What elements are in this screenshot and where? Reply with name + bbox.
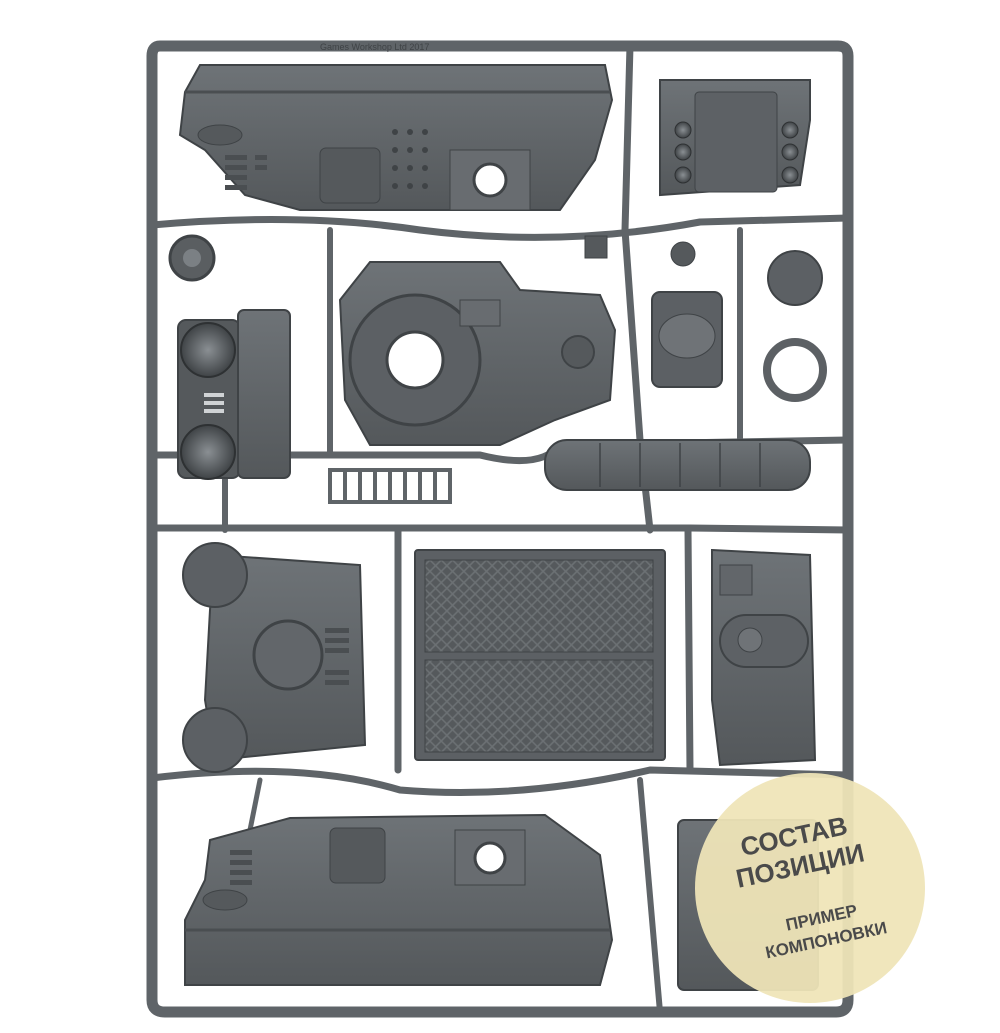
small-cog-part — [168, 234, 216, 282]
rear-exhaust-panel — [659, 79, 811, 197]
hatch-part-right — [763, 250, 827, 402]
sprue-label: Games Workshop Ltd 2017 — [320, 42, 429, 52]
cupola-part — [651, 291, 723, 388]
bolt-detail-part — [584, 235, 696, 267]
mesh-deck-plate — [414, 549, 666, 761]
bottom-hull-side-panel — [184, 813, 614, 986]
sprue-frame — [146, 40, 854, 1018]
fan-intake-panel — [177, 309, 291, 480]
turret-ring-plate — [338, 261, 617, 446]
composition-sticker: СОСТАВ ПОЗИЦИИ ПРИМЕР КОМПОНОВКИ — [695, 773, 925, 1003]
front-hull-plate — [182, 542, 367, 773]
side-door-panel — [711, 548, 817, 767]
ladder-part — [328, 468, 452, 504]
side-sponson-bar — [544, 439, 811, 491]
top-hull-side-panel — [178, 64, 614, 211]
